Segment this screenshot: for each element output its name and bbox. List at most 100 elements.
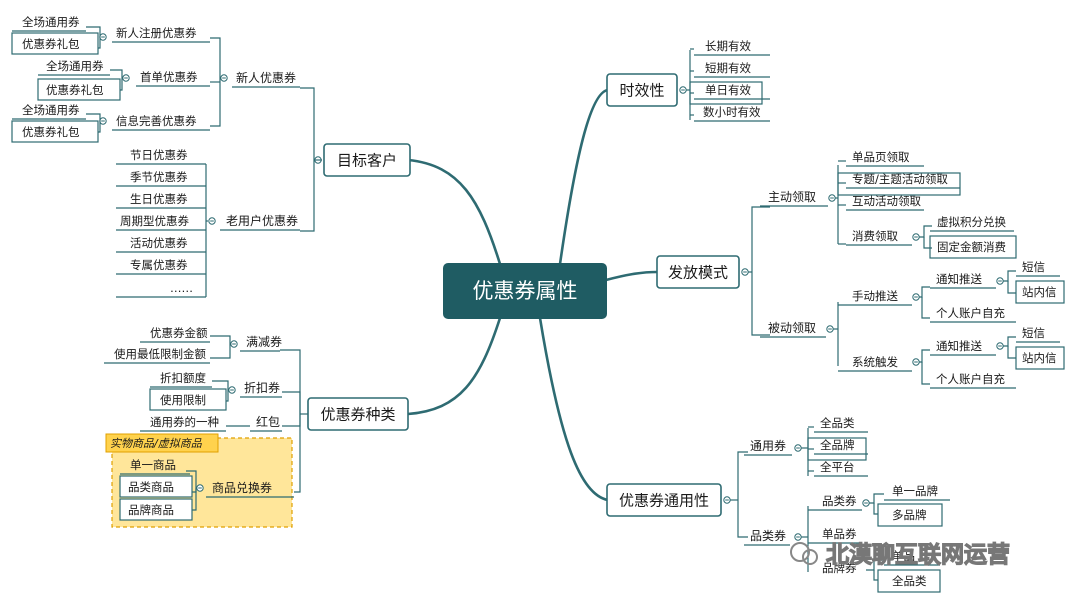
leaf-info-pack[interactable]: 优惠券礼包 [22,125,80,139]
leaf-old-user-3[interactable]: 周期型优惠券 [120,214,189,228]
leaf-old-user-1[interactable]: 季节优惠券 [130,170,188,184]
subtopic-category[interactable]: 品类券 [750,528,786,543]
topic-brand-coupon[interactable]: 品牌券 [822,561,857,575]
watermark-text: 北漠聊互联网运营 [826,541,1010,568]
leaf-red-general[interactable]: 通用券的一种 [150,415,219,429]
topic-first-order[interactable]: 首单优惠券 [140,70,198,84]
leaf-general-0[interactable]: 全品类 [820,416,855,430]
connector-line [1003,270,1016,282]
leaf-manual-inbox[interactable]: 站内信 [1022,285,1057,299]
connector-line [300,87,315,160]
connector-line [869,493,884,504]
leaf-exchange-category[interactable]: 品类商品 [128,480,174,494]
connector-line [86,26,101,37]
main-topic-target-box[interactable] [323,143,411,177]
leaf-box [929,235,1017,259]
leaf-cat-multi-brand[interactable]: 多品牌 [892,508,927,522]
connector-line [866,559,884,571]
subtopic-discount[interactable]: 折扣券 [244,380,280,395]
leaf-box [1015,346,1065,370]
leaf-active-1[interactable]: 专题/主题活动领取 [852,172,948,186]
subtopic-full-reduction[interactable]: 满减券 [246,334,282,349]
leaf-general-1[interactable]: 全品牌 [820,438,855,452]
leaf-system-sms[interactable]: 短信 [1022,326,1045,340]
leaf-first-general[interactable]: 全场通用券 [46,59,104,73]
connector-line [921,362,930,385]
leaf-system-inbox[interactable]: 站内信 [1022,351,1057,365]
leaf-validity-3[interactable]: 数小时有效 [703,105,761,119]
topic-cat-coupon[interactable]: 品类券 [822,494,857,508]
leaf-validity-0[interactable]: 长期有效 [705,39,751,53]
main-topic-scope-label: 优惠券通用性 [619,491,709,509]
leaf-old-user-5[interactable]: 专属优惠券 [130,258,188,272]
connector-line [210,78,221,127]
leaf-old-user-4[interactable]: 活动优惠券 [130,236,188,250]
main-topic-validity-box[interactable] [606,73,678,107]
leaf-box [689,81,763,105]
leaf-info-general[interactable]: 全场通用券 [22,103,80,117]
connector-line [751,206,770,272]
leaf-old-user-2[interactable]: 生日优惠券 [130,192,188,206]
leaf-register-general[interactable]: 全场通用券 [22,15,80,29]
connector-line [294,414,301,493]
connector-line [186,470,197,488]
subtopic-passive[interactable]: 被动领取 [768,321,816,335]
main-topic-distribution-label: 发放模式 [668,263,728,281]
callout-tag-label: 实物商品/虚拟商品 [110,437,203,450]
connector-line [919,349,930,363]
topic-single-coupon[interactable]: 单品券 [822,527,857,541]
leaf-validity-2[interactable]: 单日有效 [705,83,751,97]
subtopic-general[interactable]: 通用券 [750,438,786,453]
leaf-register-pack[interactable]: 优惠券礼包 [22,37,80,51]
main-branch-curve [407,158,502,265]
leaf-general-2[interactable]: 全平台 [820,460,855,474]
leaf-system-account[interactable]: 个人账户自充 [936,372,1005,386]
topic-new-register[interactable]: 新人注册优惠券 [116,26,197,40]
connector-line [210,344,231,359]
connector-line [737,500,748,538]
leaf-old-user-6[interactable]: …… [170,281,193,295]
leaf-brand-single[interactable]: 单品 [892,549,915,563]
leaf-exchange-single[interactable]: 单一商品 [130,458,176,472]
leaf-manual-account[interactable]: 个人账户自充 [936,306,1005,320]
main-topic-target-label: 目标客户 [337,151,397,169]
topic-system-trigger[interactable]: 系统触发 [852,355,898,369]
leaf-discount-amount[interactable]: 折扣额度 [160,371,206,385]
topic-manual-notify[interactable]: 通知推送 [936,272,982,286]
topic-consume[interactable]: 消费领取 [852,229,898,243]
subtopic-red-packet[interactable]: 红包 [256,414,280,429]
leaf-brand-all-category[interactable]: 全品类 [892,574,927,588]
leaf-box [11,32,99,55]
subtopic-old-user[interactable]: 老用户优惠券 [226,213,298,228]
main-branch-curve [558,88,609,265]
leaf-fr-amount[interactable]: 优惠券金额 [150,326,208,340]
connector-line [751,272,770,336]
leaf-validity-1[interactable]: 短期有效 [705,61,751,75]
topic-info-complete[interactable]: 信息完善优惠券 [116,114,197,128]
leaf-cat-single-brand[interactable]: 单一品牌 [892,484,938,498]
connector-line [921,297,930,319]
leaf-first-pack[interactable]: 优惠券礼包 [46,83,104,97]
topic-manual-push[interactable]: 手动推送 [852,289,898,303]
leaf-box [1015,280,1065,304]
leaf-discount-limit[interactable]: 使用限制 [160,393,206,407]
topic-system-notify[interactable]: 通知推送 [936,339,982,353]
main-topic-scope-box[interactable] [606,483,722,517]
main-topic-validity-label: 时效性 [619,81,664,99]
main-branch-curve [538,317,609,502]
subtopic-active[interactable]: 主动领取 [768,190,816,204]
connector-line [86,113,101,121]
leaf-active-2[interactable]: 互动活动领取 [852,194,921,208]
subtopic-exchange[interactable]: 商品兑换券 [212,480,272,495]
connector-line [1007,346,1016,359]
leaf-fr-min[interactable]: 使用最低限制金额 [114,347,206,361]
leaf-exchange-brand[interactable]: 品牌商品 [128,503,174,517]
subtopic-new-user[interactable]: 新人优惠券 [236,70,296,85]
leaf-consume-fixed[interactable]: 固定金额消费 [937,240,1006,254]
leaf-active-0[interactable]: 单品页领取 [852,150,910,164]
root-topic-box[interactable] [443,263,607,319]
leaf-manual-sms[interactable]: 短信 [1022,260,1045,274]
leaf-consume-points[interactable]: 虚拟积分兑换 [937,215,1006,229]
leaf-old-user-0[interactable]: 节日优惠券 [130,148,188,162]
main-topic-distribution-box[interactable] [656,255,740,289]
